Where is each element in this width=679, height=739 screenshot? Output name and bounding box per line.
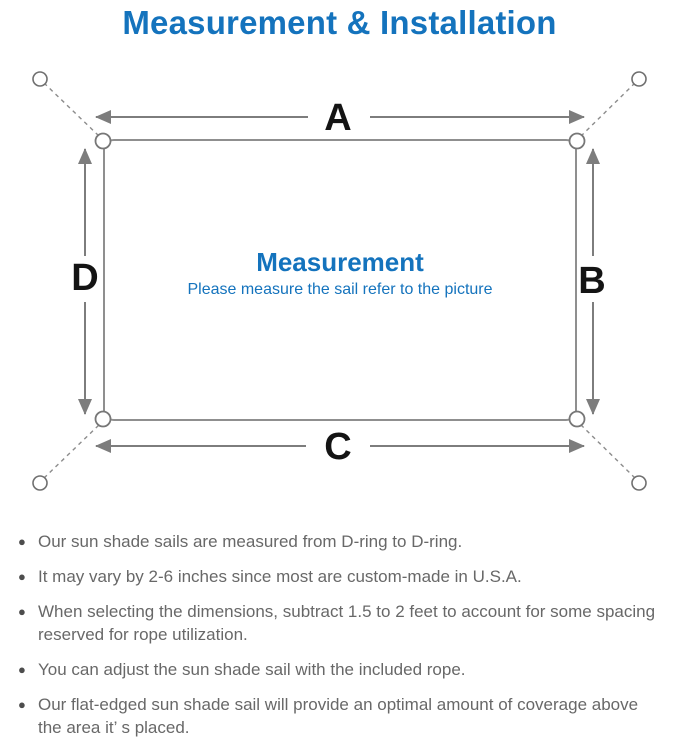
diagram-svg: A C D B Measurement Please measure the s…	[32, 71, 647, 491]
rope-dashed-line-top-right	[579, 82, 636, 138]
note-item: ● When selecting the dimensions, subtrac…	[18, 600, 665, 646]
note-item: ● Our flat-edged sun shade sail will pro…	[18, 693, 665, 739]
note-text: Our flat-edged sun shade sail will provi…	[38, 695, 639, 737]
note-text: When selecting the dimensions, subtract …	[38, 602, 656, 644]
dimension-label-b: B	[578, 260, 605, 302]
note-item: ● It may vary by 2-6 inches since most a…	[18, 565, 665, 588]
d-ring-bottom-left	[94, 410, 112, 428]
notes-list: ● Our sun shade sails are measured from …	[0, 520, 679, 739]
note-text: Our sun shade sails are measured from D-…	[38, 532, 463, 551]
anchor-point-bottom-left	[32, 475, 48, 491]
center-heading: Measurement	[256, 247, 424, 277]
bullet-dot-icon: ●	[18, 604, 26, 619]
bullet-dot-icon: ●	[18, 662, 26, 677]
sail-rectangle	[103, 139, 577, 421]
note-item: ● You can adjust the sun shade sail with…	[18, 658, 665, 681]
rope-dashed-line-top-left	[43, 82, 101, 138]
bullet-dot-icon: ●	[18, 697, 26, 712]
bullet-dot-icon: ●	[18, 534, 26, 549]
anchor-point-bottom-right	[631, 475, 647, 491]
rope-dashed-line-bottom-left	[43, 423, 101, 479]
d-ring-top-left	[94, 132, 112, 150]
anchor-point-top-right	[631, 71, 647, 87]
page-title: Measurement & Installation	[122, 4, 557, 41]
note-item: ● Our sun shade sails are measured from …	[18, 530, 665, 553]
d-ring-bottom-right	[568, 410, 586, 428]
dimension-label-d: D	[71, 257, 98, 299]
d-ring-top-right	[568, 132, 586, 150]
dimension-label-c: C	[324, 426, 351, 468]
rope-dashed-line-bottom-right	[579, 423, 636, 479]
note-text: You can adjust the sun shade sail with t…	[38, 660, 466, 679]
anchor-point-top-left	[32, 71, 48, 87]
bullet-dot-icon: ●	[18, 569, 26, 584]
center-subheading: Please measure the sail refer to the pic…	[187, 281, 492, 298]
measurement-diagram: A C D B Measurement Please measure the s…	[0, 60, 679, 520]
dimension-label-a: A	[324, 97, 351, 139]
note-text: It may vary by 2-6 inches since most are…	[38, 567, 522, 586]
